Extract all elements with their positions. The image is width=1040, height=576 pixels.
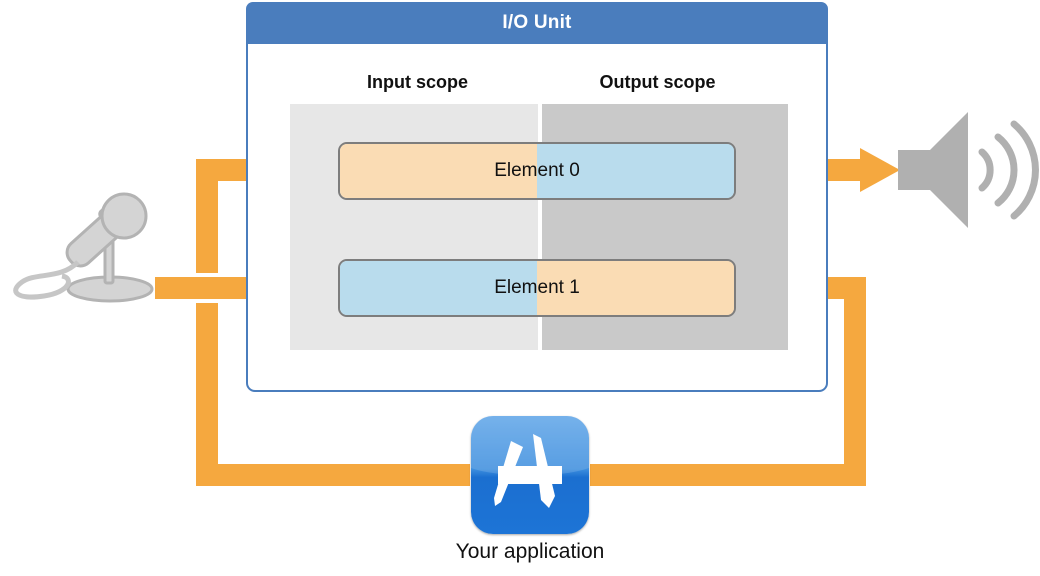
speaker-icon — [898, 112, 1039, 228]
app-store-icon — [471, 416, 589, 508]
element-0-box[interactable]: Element 0 — [338, 142, 736, 200]
element-1-output-half — [537, 261, 734, 315]
application-icon[interactable] — [471, 416, 589, 534]
io-unit-title: I/O Unit — [502, 12, 572, 33]
element-0-output-half — [537, 144, 734, 198]
element-1-input-half — [340, 261, 537, 315]
element-1-label: Element 1 — [494, 277, 580, 298]
application-label: Your application — [455, 540, 605, 563]
output-scope-label: Output scope — [599, 72, 716, 92]
input-scope-label: Input scope — [366, 72, 468, 92]
element-1-box[interactable]: Element 1 — [338, 259, 736, 317]
io-unit-title-bar: I/O Unit — [246, 2, 828, 44]
element-0-input-half — [340, 144, 537, 198]
microphone-icon — [13, 192, 154, 303]
element-0-label: Element 0 — [494, 160, 580, 181]
